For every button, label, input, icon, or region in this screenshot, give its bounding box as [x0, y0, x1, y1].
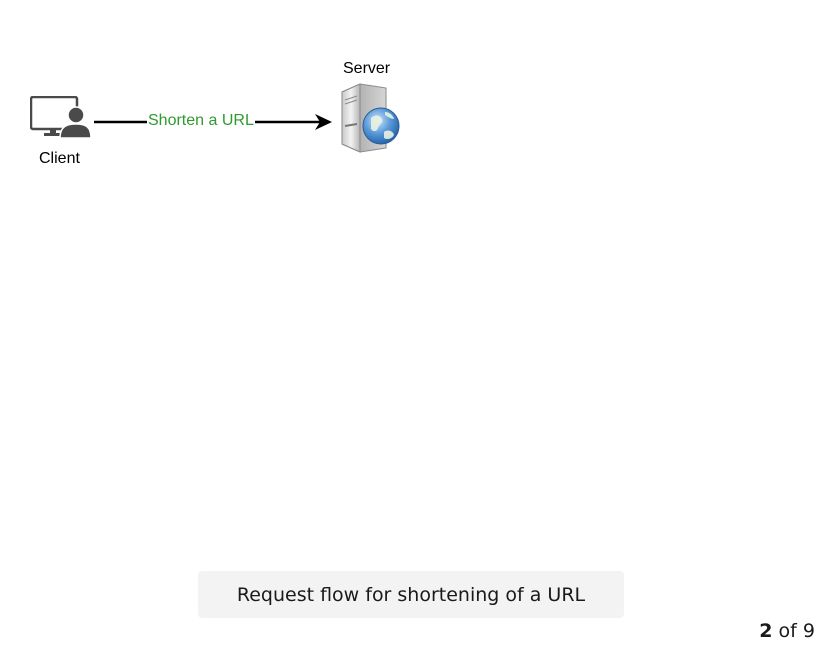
client-label: Client	[39, 150, 80, 167]
web-server-icon	[341, 83, 400, 153]
caption-box: Request flow for shortening of a URL	[198, 571, 624, 618]
diagram-canvas: Client Shorten a URL Server	[30, 60, 400, 167]
pager-current: 2	[759, 620, 773, 642]
pager-total: 9	[802, 620, 815, 642]
client-user-computer-icon	[30, 96, 92, 139]
server-label: Server	[343, 60, 391, 77]
edge-label-shorten-url: Shorten a URL	[147, 112, 255, 130]
slide-pager: 2 of 9	[759, 620, 815, 642]
pager-separator: of	[778, 620, 797, 642]
caption-text: Request flow for shortening of a URL	[236, 583, 586, 606]
